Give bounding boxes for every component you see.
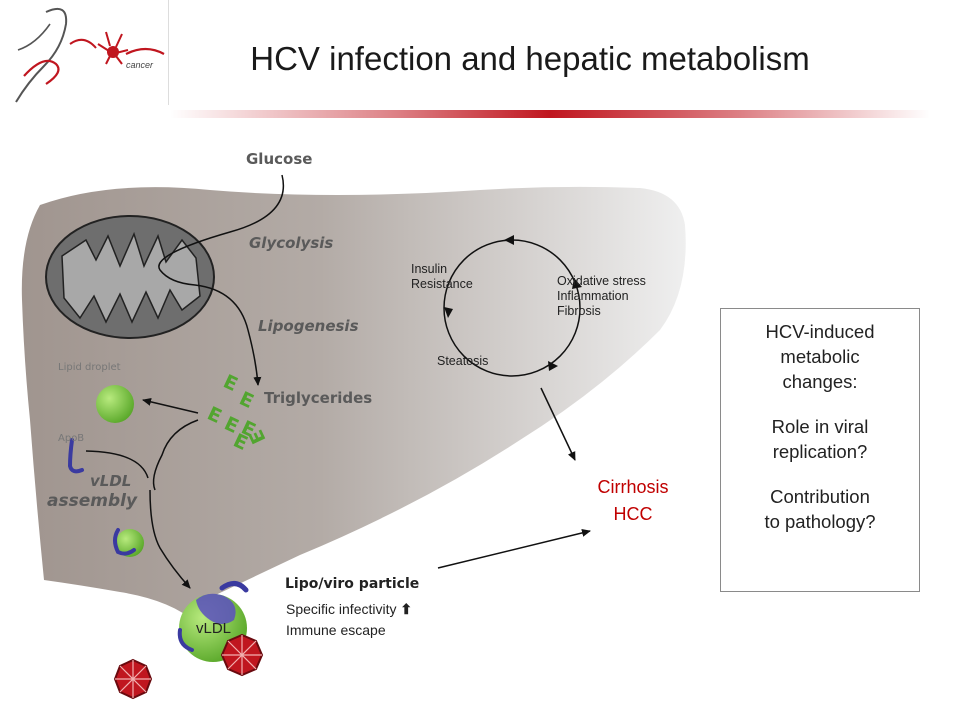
- summary-box: HCV-induced metabolic changes: Role in v…: [720, 308, 920, 592]
- vldl-assembly-label-2: assembly: [47, 491, 138, 511]
- summary-replication: Role in viral replication?: [771, 416, 869, 462]
- specific-infectivity-line: Specific infectivity ⬆: [286, 601, 412, 618]
- specific-infectivity-label: Specific infectivity: [286, 601, 397, 617]
- header-accent-bar: [170, 110, 930, 118]
- tg-to-assembly-arrow: [152, 419, 199, 491]
- apob-to-assembly-arrow: [85, 450, 149, 479]
- virus-particle-large: [220, 633, 264, 677]
- lipid-droplet: [96, 385, 134, 423]
- summary-pathology: Contribution to pathology?: [764, 486, 876, 532]
- cycle-arrowheads: [444, 235, 582, 371]
- lipo-to-cirrhosis-arrow: [437, 529, 591, 569]
- tg-to-droplet-arrow: [142, 397, 199, 414]
- lipogenesis-label: Lipogenesis: [258, 317, 359, 335]
- insulin-resistance-label: Insulin Resistance: [411, 262, 473, 291]
- up-arrow-icon: ⬆: [400, 601, 413, 617]
- glucose-path: [158, 174, 285, 386]
- oxidative-stress-label: Oxidative stress Inflammation Fibrosis: [557, 274, 646, 318]
- mitochondrion: [45, 215, 215, 339]
- logo: cancer: [6, 4, 166, 106]
- lipid-droplet-label: Lipid droplet: [58, 362, 121, 373]
- vldl-particle: [177, 581, 249, 662]
- lipo-particle-title: Lipo/viro particle: [285, 576, 420, 592]
- immune-escape-label: Immune escape: [286, 622, 386, 638]
- page-title: HCV infection and hepatic metabolism: [250, 40, 810, 77]
- cycle-to-cirrhosis-arrow: [540, 387, 576, 461]
- summary-changes: HCV-induced metabolic changes:: [765, 321, 875, 392]
- header-divider: [168, 0, 169, 105]
- vldl-label: vLDL: [196, 620, 232, 637]
- logo-text: cancer: [126, 60, 154, 70]
- apob-label: ApoB: [58, 433, 85, 444]
- assembly-particle: [113, 528, 144, 557]
- triglycerides-label: Triglycerides: [264, 389, 373, 407]
- glycolysis-label: Glycolysis: [249, 234, 334, 252]
- vldl-assembly-label-1: vLDL: [90, 472, 132, 490]
- apob-icon: [67, 438, 84, 474]
- steatosis-label: Steatosis: [437, 354, 489, 368]
- cirrhosis-hcc-label: Cirrhosis HCC: [597, 477, 669, 524]
- assembly-to-vldl-arrow: [149, 489, 191, 589]
- glucose-label: Glucose: [246, 150, 313, 168]
- virus-particle-small: [113, 658, 153, 700]
